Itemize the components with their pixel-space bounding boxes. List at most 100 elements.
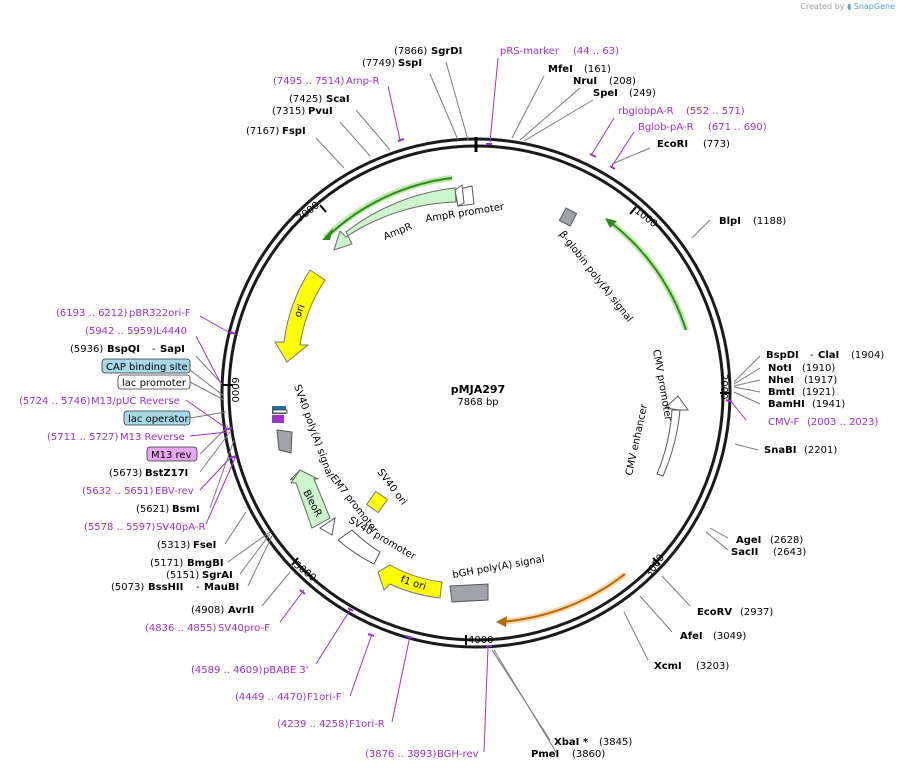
site-sapi-name[interactable]: SapI — [160, 344, 185, 355]
feature-ampr-promoter[interactable] — [454, 184, 475, 207]
site-pvui-name[interactable]: PvuI — [308, 106, 333, 117]
snapgene-icon: ◖ — [846, 2, 852, 11]
site-agei-name[interactable]: AgeI — [736, 535, 761, 546]
primer-ampr-name[interactable]: Amp-R — [346, 76, 380, 87]
primer-sv40pro-name[interactable]: SV40pro-F — [218, 623, 270, 634]
plasmid-size: 7868 bp — [457, 397, 498, 408]
site-scai-name[interactable]: ScaI — [326, 94, 350, 105]
site-bmgbi-name[interactable]: BmgBI — [187, 558, 224, 569]
site-bsshii-pos: (5073) — [111, 582, 144, 593]
site-fspi-pos: (7167) — [246, 126, 279, 137]
site-xcmi-pos: (3203) — [696, 661, 729, 672]
site-bspdi-pos: (1904) — [851, 350, 884, 361]
site-bstz17i-name[interactable]: BstZ17I — [145, 468, 188, 479]
site-xcmi-name[interactable]: XcmI — [654, 661, 682, 672]
site-sspi-name[interactable]: SspI — [398, 58, 422, 69]
primer-m13r-name[interactable]: M13 Reverse — [120, 432, 185, 443]
tick-label-2000: 2000 — [718, 374, 729, 399]
tick-label-1000: 1000 — [632, 206, 659, 230]
orf-right-arrowhead — [605, 218, 617, 228]
site-avrii-name[interactable]: AvrII — [228, 605, 254, 616]
site-bmti-name[interactable]: BmtI — [768, 387, 795, 398]
feature-f1-ori[interactable] — [377, 564, 443, 599]
site-bspqi-name[interactable]: BspQI — [107, 344, 140, 355]
site-pvui-pos: (7315) — [272, 106, 305, 117]
site-bsshii-name[interactable]: BssHII — [148, 582, 183, 593]
site-ecori-name[interactable]: EcoRI — [657, 139, 688, 150]
primer-f1orir-pos: (4239 .. 4258) — [277, 719, 349, 730]
feature-bleor[interactable] — [290, 469, 331, 529]
site-snabi-name[interactable]: SnaBI — [764, 445, 796, 456]
site-ecorv-name[interactable]: EcoRV — [697, 607, 732, 618]
site-bspqi-pos: (5936) — [70, 344, 103, 355]
primer-prs-name[interactable]: pRS-marker — [500, 46, 560, 57]
site-fsei-name[interactable]: FseI — [193, 540, 216, 551]
label-ori: ori — [293, 303, 308, 319]
primer-f1orir-name[interactable]: F1ori-R — [349, 719, 385, 730]
site-bsmi-name[interactable]: BsmI — [172, 504, 200, 515]
site-afei-name[interactable]: AfeI — [680, 631, 703, 642]
primer-rbglob-name[interactable]: rbglobpA-R — [618, 106, 674, 117]
site-scai-pos: (7425) — [289, 94, 322, 105]
site-sgrdi-name[interactable]: SgrDI — [431, 46, 462, 57]
feature-bgh-polya[interactable] — [449, 583, 489, 603]
site-xbai-name[interactable]: XbaI * — [554, 737, 589, 748]
tick-label-4000: 4000 — [468, 635, 493, 646]
primer-bglob-name[interactable]: Bglob-pA-R — [638, 122, 694, 133]
site-nhei-name[interactable]: NheI — [768, 375, 794, 386]
feature-sv40-polya[interactable] — [276, 429, 293, 454]
site-bspdi-name[interactable]: BspDI — [766, 350, 799, 361]
site-bamhi-name[interactable]: BamHI — [768, 399, 805, 410]
site-sacii-name[interactable]: SacII — [731, 547, 758, 558]
site-ecori-pos: (773) — [703, 139, 730, 150]
primer-ampr-pos: (7495 .. 7514) — [273, 76, 345, 87]
site-snabi-pos: (2201) — [804, 445, 837, 456]
feature-bglobin-polya[interactable] — [558, 207, 578, 227]
plasmid-name: pMJA297 — [451, 383, 505, 396]
site-nrui-pos: (208) — [609, 76, 636, 87]
primer-leader-lines — [185, 57, 747, 753]
site-spei-name[interactable]: SpeI — [593, 88, 618, 99]
site-clai-name[interactable]: ClaI — [818, 350, 839, 361]
tick-label-6000: 6000 — [229, 377, 240, 402]
site-sspi-pos: (7749) — [362, 58, 395, 69]
primer-f1orif-name[interactable]: F1ori-F — [307, 692, 342, 703]
orf-ampr-arrowhead — [322, 228, 333, 240]
primer-l4440-pos: (5942 .. 5959) — [85, 326, 157, 337]
feature-ampr[interactable] — [333, 187, 457, 251]
box-cap-binding-site[interactable] — [101, 358, 191, 374]
primer-ebv-name[interactable]: EBV-rev — [155, 486, 194, 497]
feature-ori[interactable] — [274, 269, 326, 363]
primer-cmvf-name[interactable]: CMV-F — [768, 417, 799, 428]
primer-pbabe-name[interactable]: pBABE 3' — [263, 665, 309, 676]
box-lac-operator[interactable] — [123, 410, 191, 426]
leader-lines — [189, 61, 761, 753]
primer-bghrev-name[interactable]: BGH-rev — [437, 749, 479, 760]
primer-sv40pa-name[interactable]: SV40pA-R — [156, 522, 205, 533]
box-m13-rev[interactable] — [146, 446, 198, 462]
site-maubi-name[interactable]: MauBI — [204, 582, 239, 593]
primer-pbr322-name[interactable]: pBR322ori-F — [129, 308, 191, 319]
snapgene-credit: Created by ◖ SnapGene — [800, 2, 895, 11]
site-blpi-pos: (1188) — [753, 216, 786, 227]
site-noti-name[interactable]: NotI — [768, 363, 792, 374]
site-xbai-pos: (3845) — [599, 737, 632, 748]
site-nrui-name[interactable]: NruI — [573, 76, 597, 87]
primer-f1orif-pos: (4449 .. 4470) — [235, 692, 307, 703]
primer-ebv-pos: (5632 .. 5651) — [82, 486, 154, 497]
site-ecorv-pos: (2937) — [740, 607, 773, 618]
site-fspi-name[interactable]: FspI — [282, 126, 306, 137]
primer-l4440-name[interactable]: L4440 — [156, 326, 187, 337]
site-pmei-name[interactable]: PmeI — [531, 749, 559, 760]
site-sgrai-name[interactable]: SgrAI — [202, 570, 233, 581]
primer-m13puc-name[interactable]: M13/pUC Reverse — [91, 396, 180, 407]
feature-sv40-promoter[interactable] — [337, 529, 381, 565]
site-mfei-name[interactable]: MfeI — [548, 64, 573, 75]
feature-cmv-enhancer[interactable] — [656, 395, 689, 477]
box-lac-promoter[interactable] — [117, 374, 191, 390]
feature-lac-promoter-mark — [272, 409, 288, 414]
site-agei-pos: (2628) — [770, 535, 803, 546]
feature-sv40-ori[interactable] — [365, 490, 389, 514]
site-blpi-name[interactable]: BlpI — [719, 216, 741, 227]
